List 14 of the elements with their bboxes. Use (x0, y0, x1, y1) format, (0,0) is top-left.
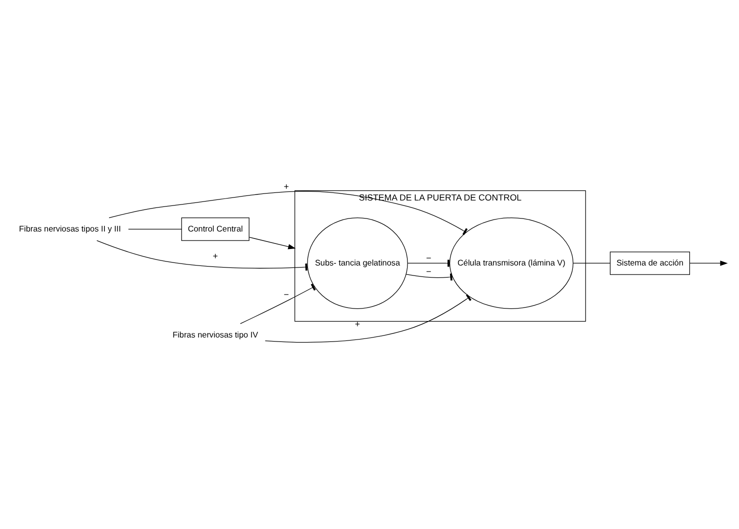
arrow (690, 260, 728, 266)
edge-label: + (212, 250, 218, 261)
edge-label: − (426, 252, 432, 263)
connector (128, 228, 182, 230)
arrow (248, 236, 296, 250)
edge-label: − (426, 266, 432, 277)
edge-label: + (284, 182, 289, 192)
connector (240, 284, 316, 324)
edge-label: + (354, 319, 360, 330)
connector (96, 240, 308, 271)
connector (572, 262, 610, 264)
connector (264, 294, 472, 343)
edge-label: − (284, 289, 289, 300)
connector (406, 273, 453, 281)
